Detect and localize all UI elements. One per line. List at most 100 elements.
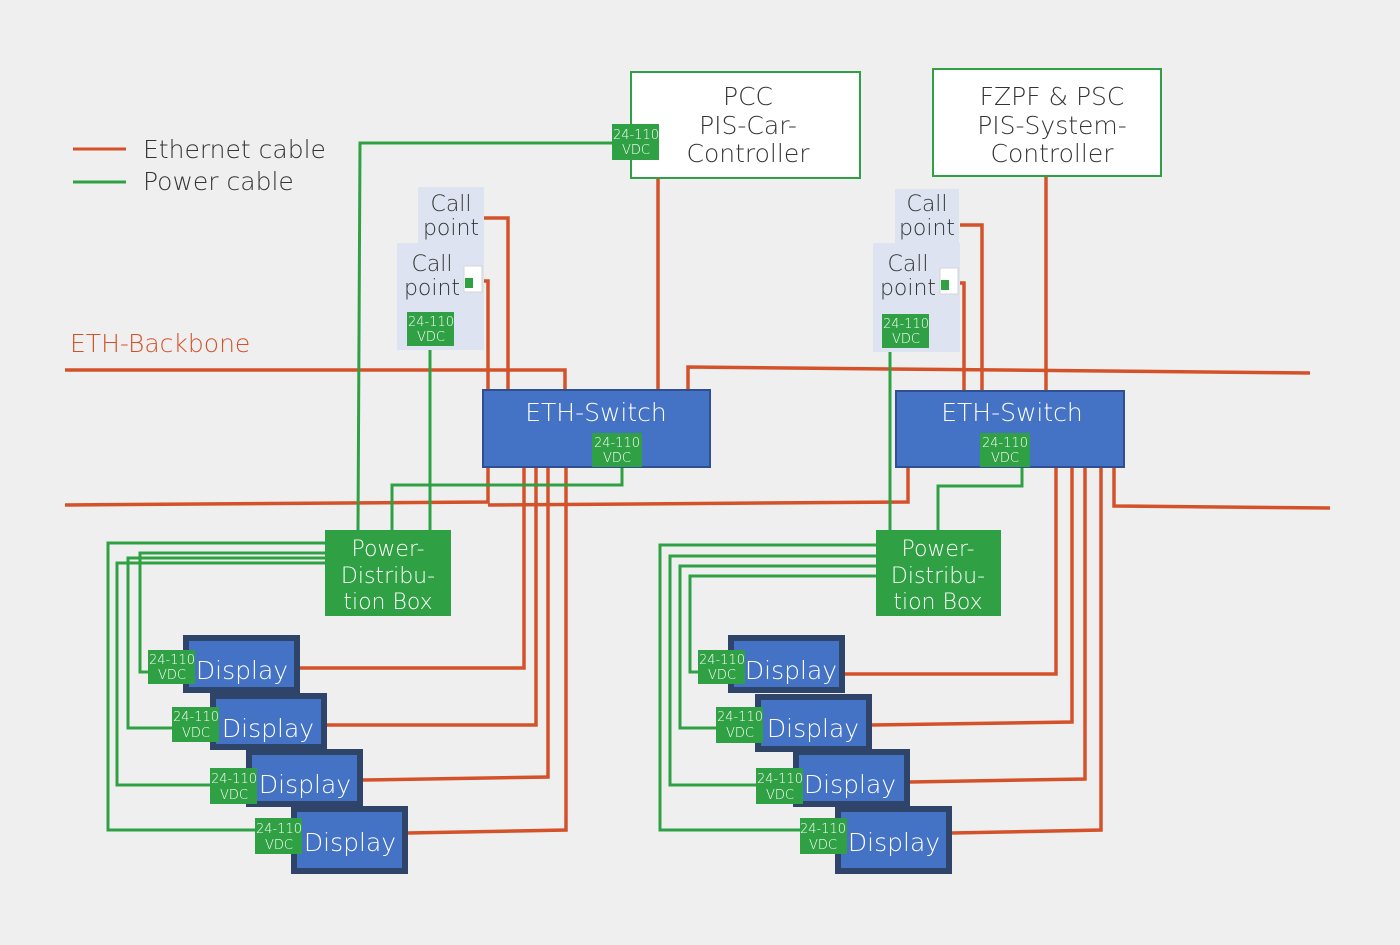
backbone-upper-right (686, 365, 1311, 390)
pdb-right-to-disp-1 (658, 543, 876, 832)
legend: Ethernet cable Power cable (73, 135, 326, 196)
display-right-4: Display 24-110 VDC (800, 806, 952, 874)
svg-text:VDC: VDC (809, 838, 837, 853)
svg-text:Distribu-: Distribu- (891, 564, 985, 589)
power-distribution-box-right: Power- Distribu- tion Box (876, 530, 1001, 616)
psc-controller-line-1: FZPF & PSC (980, 82, 1125, 111)
display-right-2: Display 24-110 VDC (716, 694, 872, 752)
backbone-upper-left (65, 368, 567, 390)
voltage-badge-switch-right: 24-110 VDC (980, 433, 1030, 467)
display-right-1: Display 24-110 VDC (698, 635, 845, 693)
voltage-badge-display-right-4: 24-110 VDC (800, 818, 847, 854)
call-point-left-1: Call point (418, 187, 484, 245)
svg-text:Display: Display (259, 770, 351, 799)
disp-right-2-eth (871, 466, 1074, 727)
svg-text:VDC: VDC (158, 668, 186, 683)
display-left-3: Display 24-110 VDC (210, 749, 363, 807)
display-right-3: Display 24-110 VDC (756, 749, 910, 807)
svg-text:VDC: VDC (220, 788, 248, 803)
call-point-left-2: Call point 24-110 VDC (397, 243, 484, 350)
pdb-right-to-disp-4 (688, 574, 876, 674)
svg-text:point: point (899, 216, 955, 241)
disp-right-3-eth (909, 466, 1087, 784)
pcc-controller-line-3: Controller (687, 139, 811, 168)
svg-text:Call: Call (411, 252, 452, 277)
legend-ethernet-label: Ethernet cable (143, 135, 326, 164)
voltage-badge-callpoint-right: 24-110 VDC (882, 314, 929, 348)
svg-text:24-110: 24-110 (757, 772, 803, 787)
cp-left-1-uplink (484, 216, 510, 390)
voltage-badge-display-left-4: 24-110 VDC (255, 818, 302, 854)
svg-text:VDC: VDC (708, 668, 736, 683)
eth-switch-left: ETH-Switch 24-110 VDC (482, 389, 711, 468)
svg-text:VDC: VDC (991, 451, 1019, 466)
pcc-controller-line-2: PIS-Car- (699, 111, 797, 140)
svg-text:Display: Display (848, 828, 940, 857)
pdb-right-to-disp-2 (668, 554, 876, 787)
svg-text:VDC: VDC (622, 143, 650, 158)
svg-text:ETH-Switch: ETH-Switch (941, 398, 1083, 427)
svg-text:24-110: 24-110 (699, 653, 745, 668)
power-cables (106, 141, 1024, 832)
voltage-badge-display-right-2: 24-110 VDC (716, 707, 763, 743)
display-left-1: Display 24-110 VDC (148, 635, 300, 693)
pdb-left-to-disp-3 (115, 561, 325, 787)
pcc-controller: PCC PIS-Car- Controller (630, 71, 861, 179)
svg-text:Call: Call (887, 252, 928, 277)
svg-text:tion Box: tion Box (343, 590, 432, 615)
svg-text:Call: Call (906, 192, 947, 217)
eth-switch-right: ETH-Switch 24-110 VDC (895, 390, 1125, 468)
voltage-badge-callpoint-left: 24-110 VDC (407, 312, 454, 346)
svg-text:Call: Call (430, 192, 471, 217)
psc-controller: FZPF & PSC PIS-System- Controller (932, 68, 1162, 177)
pdb-right-to-switch (936, 468, 1024, 530)
disp-left-1-eth (300, 466, 526, 670)
svg-text:VDC: VDC (726, 726, 754, 741)
svg-text:VDC: VDC (265, 838, 293, 853)
svg-text:point: point (404, 276, 460, 301)
psc-controller-line-3: Controller (991, 139, 1115, 168)
call-point-right-2: Call point 24-110 VDC (873, 243, 960, 352)
disp-left-4-eth (407, 466, 568, 835)
svg-text:Display: Display (196, 656, 288, 685)
pdb-left-to-disp-2 (126, 556, 325, 730)
psc-controller-line-2: PIS-System- (977, 111, 1127, 140)
svg-text:Display: Display (304, 828, 396, 857)
pdb-right-to-disp-3 (678, 564, 876, 730)
svg-text:24-110: 24-110 (149, 653, 195, 668)
voltage-badge-display-right-3: 24-110 VDC (756, 768, 803, 804)
voltage-badge-display-right-1: 24-110 VDC (698, 650, 745, 684)
cp-right-1-uplink (960, 223, 984, 392)
display-left-4: Display 24-110 VDC (255, 806, 408, 874)
disp-right-4-eth (951, 466, 1103, 835)
backbone-lower-mid (487, 466, 910, 507)
pdb-left-to-pcc (356, 141, 612, 531)
disp-left-3-eth (362, 466, 550, 782)
svg-text:Power-: Power- (351, 537, 424, 562)
svg-text:24-110: 24-110 (408, 315, 454, 330)
svg-text:point: point (880, 276, 936, 301)
svg-text:24-110: 24-110 (594, 436, 640, 451)
voltage-badge-pcc: 24-110 VDC (612, 124, 659, 160)
svg-text:24-110: 24-110 (800, 822, 846, 837)
display-left-2: Display 24-110 VDC (172, 693, 327, 750)
svg-text:VDC: VDC (603, 451, 631, 466)
voltage-badge-switch-left: 24-110 VDC (592, 433, 642, 467)
pdb-left-to-disp-4 (106, 541, 325, 832)
svg-text:24-110: 24-110 (717, 710, 763, 725)
svg-text:24-110: 24-110 (982, 436, 1028, 451)
svg-text:Distribu-: Distribu- (341, 564, 435, 589)
svg-text:point: point (423, 216, 479, 241)
pcc-controller-line-1: PCC (723, 82, 773, 111)
voltage-badge-display-left-3: 24-110 VDC (210, 768, 257, 804)
svg-text:24-110: 24-110 (613, 128, 659, 143)
svg-text:tion Box: tion Box (893, 590, 982, 615)
ethernet-cables (64, 176, 1331, 835)
disp-left-2-eth (327, 466, 538, 727)
eth-backbone-label: ETH-Backbone (70, 329, 250, 358)
svg-text:VDC: VDC (766, 788, 794, 803)
svg-text:Display: Display (745, 656, 837, 685)
svg-text:Power-: Power- (901, 537, 974, 562)
